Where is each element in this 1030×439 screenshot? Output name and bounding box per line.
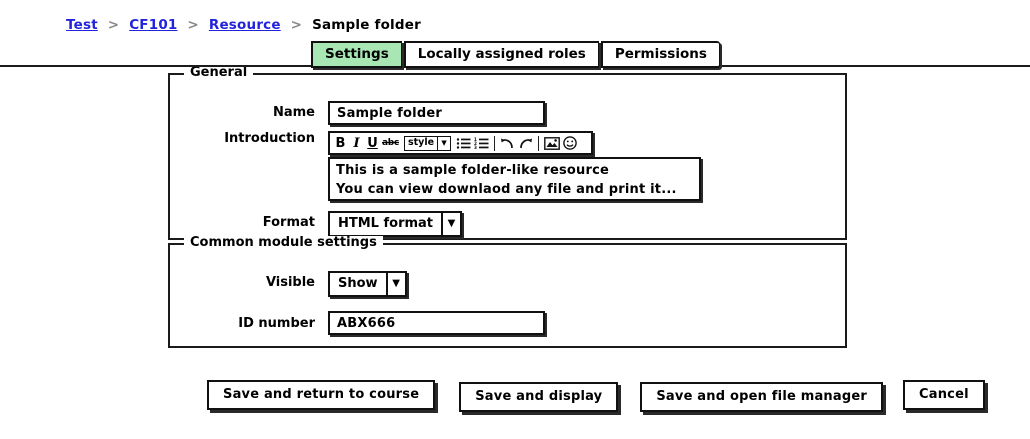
breadcrumb-item-current: Sample folder [312, 17, 421, 33]
bold-icon[interactable]: B [335, 135, 346, 151]
visible-select-value: Show [328, 271, 388, 297]
id-number-input[interactable]: ABX666 [328, 311, 545, 335]
common-module-settings-fieldset: Common module settings [168, 236, 847, 348]
tab-bar: Settings Locally assigned roles Permissi… [311, 41, 720, 68]
tab-permissions[interactable]: Permissions [600, 41, 720, 68]
redo-icon[interactable] [517, 134, 534, 152]
italic-icon[interactable]: I [353, 135, 360, 151]
format-select-value: HTML format [328, 211, 444, 237]
style-select-value: style [403, 135, 439, 151]
introduction-textarea[interactable]: This is a sample folder-like resource Yo… [328, 157, 701, 201]
toolbar-separator [538, 135, 540, 151]
breadcrumb-separator: > [107, 17, 120, 33]
breadcrumb-item-resource[interactable]: Resource [208, 17, 281, 33]
name-label: Name [272, 105, 315, 120]
breadcrumb-item-test[interactable]: Test [66, 17, 98, 33]
underline-icon[interactable]: U [367, 135, 378, 151]
undo-icon[interactable] [499, 134, 516, 152]
breadcrumb-separator: > [290, 17, 303, 33]
tab-settings[interactable]: Settings [311, 41, 402, 68]
visible-select[interactable]: Show ▼ [328, 271, 407, 297]
insert-image-icon[interactable] [543, 134, 561, 152]
toolbar-separator [494, 135, 496, 151]
format-label: Format [262, 215, 315, 230]
form-action-bar: Save and return to course Save and displ… [207, 380, 985, 412]
name-input[interactable]: Sample folder [328, 101, 545, 125]
format-select[interactable]: HTML format ▼ [328, 211, 463, 237]
svg-text:1: 1 [474, 137, 477, 142]
bulleted-list-icon[interactable] [455, 134, 472, 152]
breadcrumb-separator: > [187, 17, 199, 33]
svg-text:3: 3 [474, 145, 477, 150]
introduction-line-1: This is a sample folder-like resource [336, 163, 610, 178]
chevron-down-icon: ▼ [438, 135, 452, 151]
cancel-button[interactable]: Cancel [903, 380, 985, 410]
strikethrough-icon[interactable]: abc [382, 137, 399, 148]
breadcrumb: Test > CF101 > Resource > Sample folder [66, 17, 421, 33]
introduction-editor-toolbar: B I U abc style ▼ 1 2 3 [328, 131, 593, 155]
save-and-return-to-course-button[interactable]: Save and return to course [207, 380, 436, 410]
common-module-settings-legend: Common module settings [184, 236, 383, 250]
chevron-down-icon: ▼ [387, 271, 407, 297]
general-fieldset-legend: General [184, 66, 254, 80]
chevron-down-icon: ▼ [443, 211, 463, 237]
id-number-label: ID number [238, 316, 315, 331]
general-fieldset: General [168, 66, 847, 240]
svg-text:2: 2 [474, 141, 477, 146]
emoticon-icon[interactable] [562, 134, 578, 152]
tab-locally-assigned-roles[interactable]: Locally assigned roles [403, 41, 599, 68]
introduction-label: Introduction [224, 131, 315, 146]
save-and-open-file-manager-button[interactable]: Save and open file manager [640, 382, 883, 412]
introduction-line-2: You can view downlaod any file and print… [336, 182, 677, 197]
numbered-list-icon[interactable]: 1 2 3 [473, 134, 490, 152]
save-and-display-button[interactable]: Save and display [459, 382, 619, 412]
visible-label: Visible [265, 275, 315, 290]
breadcrumb-item-cf101[interactable]: CF101 [129, 17, 178, 33]
style-select[interactable]: style ▼ [403, 135, 452, 151]
